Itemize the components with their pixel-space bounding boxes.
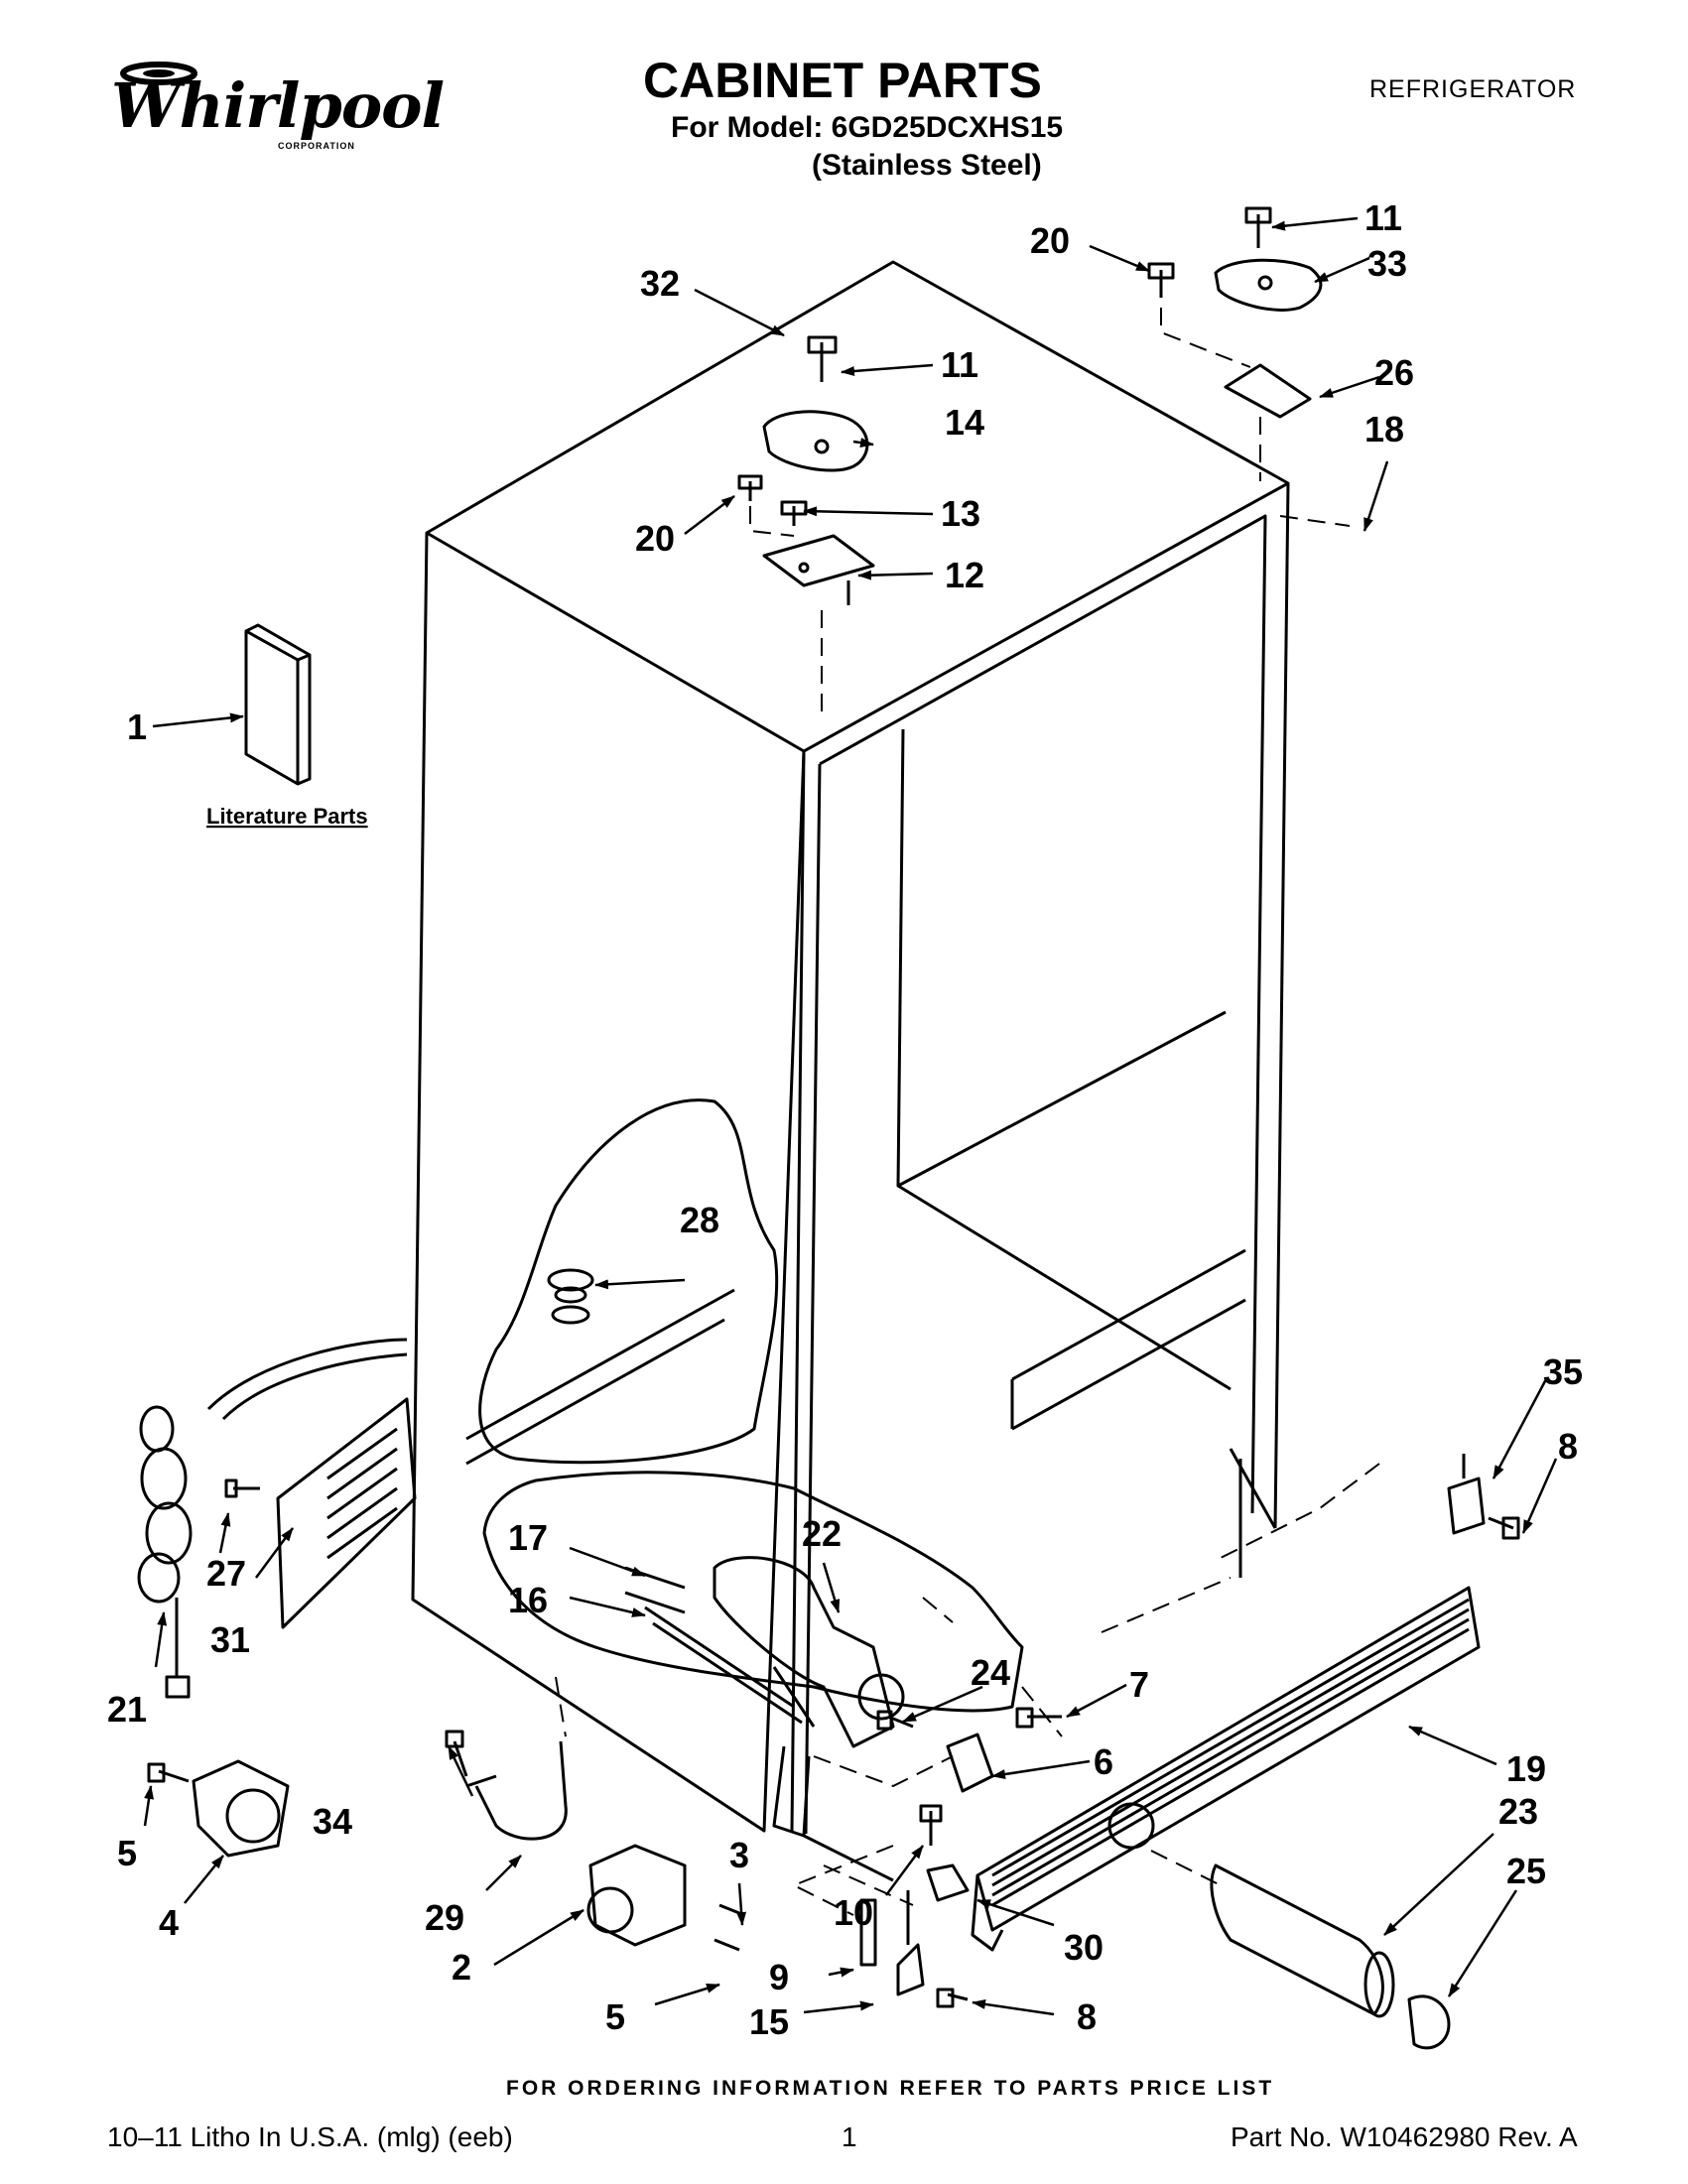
front-roller	[147, 1759, 290, 1858]
callout-24: 24	[971, 1652, 1010, 1693]
callout-35: 35	[1543, 1351, 1583, 1392]
callout-23: 23	[1498, 1791, 1538, 1832]
page-title: CABINET PARTS	[643, 53, 1042, 108]
water-filter	[1210, 1863, 1451, 2050]
callout-15: 15	[749, 2001, 789, 2042]
cutaway-upper	[478, 1098, 779, 1465]
brand-logo: Whirlpool CORPORATION	[107, 52, 445, 161]
callout-3: 3	[729, 1835, 749, 1875]
callout-20-center: 20	[635, 518, 675, 559]
ordering-note: FOR ORDERING INFORMATION REFER TO PARTS …	[506, 2077, 1275, 2100]
part-number: Part No. W10462980 Rev. A	[1231, 2121, 1578, 2152]
cabinet-shell	[411, 260, 1290, 1835]
callout-30: 30	[1064, 1927, 1104, 1968]
callout-9: 9	[769, 1957, 789, 1997]
callout-31: 31	[210, 1619, 250, 1660]
callout-1: 1	[127, 707, 147, 747]
callout-4: 4	[159, 1902, 179, 1943]
access-panel	[224, 1397, 417, 1629]
base-grille	[971, 1586, 1481, 1952]
cutaway-lower	[482, 1471, 1024, 1713]
leveler-bracket	[1447, 1454, 1520, 1540]
callout-5-bottom: 5	[605, 1996, 625, 2037]
callout-16: 16	[508, 1580, 548, 1620]
callout-25: 25	[1506, 1851, 1546, 1891]
callout-34: 34	[313, 1801, 352, 1842]
callout-33: 33	[1367, 243, 1407, 284]
page-number: 1	[842, 2121, 857, 2152]
logo-swoosh-icon	[120, 62, 197, 85]
grommet-icon	[547, 1268, 594, 1325]
power-cord-icon	[137, 1338, 408, 1699]
litho-line: 10–11 Litho In U.S.A. (mlg) (eeb)	[107, 2121, 513, 2152]
callout-7: 7	[1129, 1664, 1149, 1705]
callout-18: 18	[1364, 409, 1404, 450]
brand-name: Whirlpool	[111, 69, 445, 142]
water-valve	[624, 1556, 905, 1748]
category-label: REFRIGERATOR	[1369, 75, 1577, 103]
brand-sub: CORPORATION	[278, 141, 355, 151]
callout-10: 10	[834, 1892, 873, 1933]
callout-8-bottom: 8	[1077, 1996, 1097, 2037]
callout-28: 28	[680, 1200, 719, 1240]
hinge-pin-parts	[859, 1804, 970, 2008]
literature-parts-icon	[244, 623, 312, 786]
callout-6: 6	[1094, 1741, 1113, 1782]
callout-11-center: 11	[941, 344, 978, 385]
callout-13: 13	[941, 493, 980, 534]
callout-29: 29	[425, 1897, 464, 1938]
callout-27: 27	[206, 1553, 246, 1594]
literature-parts-label: Literature Parts	[206, 804, 368, 829]
callout-5-left: 5	[117, 1833, 137, 1873]
callout-22: 22	[802, 1513, 842, 1554]
callout-2: 2	[452, 1947, 471, 1988]
callout-14: 14	[945, 402, 984, 443]
finish-line: (Stainless Steel)	[812, 149, 1042, 182]
top-hinge-center	[737, 335, 875, 605]
callout-20-right: 20	[1030, 220, 1070, 261]
callout-19: 19	[1506, 1748, 1546, 1789]
water-tube	[445, 1730, 568, 1841]
callout-11-right: 11	[1364, 197, 1402, 238]
callout-21: 21	[107, 1689, 147, 1730]
callout-32: 32	[640, 263, 680, 304]
model-line: For Model: 6GD25DCXHS15	[671, 111, 1064, 144]
callout-26: 26	[1374, 352, 1414, 393]
rear-roller	[586, 1844, 745, 1952]
callout-8-right: 8	[1558, 1426, 1578, 1467]
top-hinge-right	[1147, 206, 1323, 419]
callout-17: 17	[508, 1517, 548, 1558]
callout-12: 12	[945, 555, 984, 595]
